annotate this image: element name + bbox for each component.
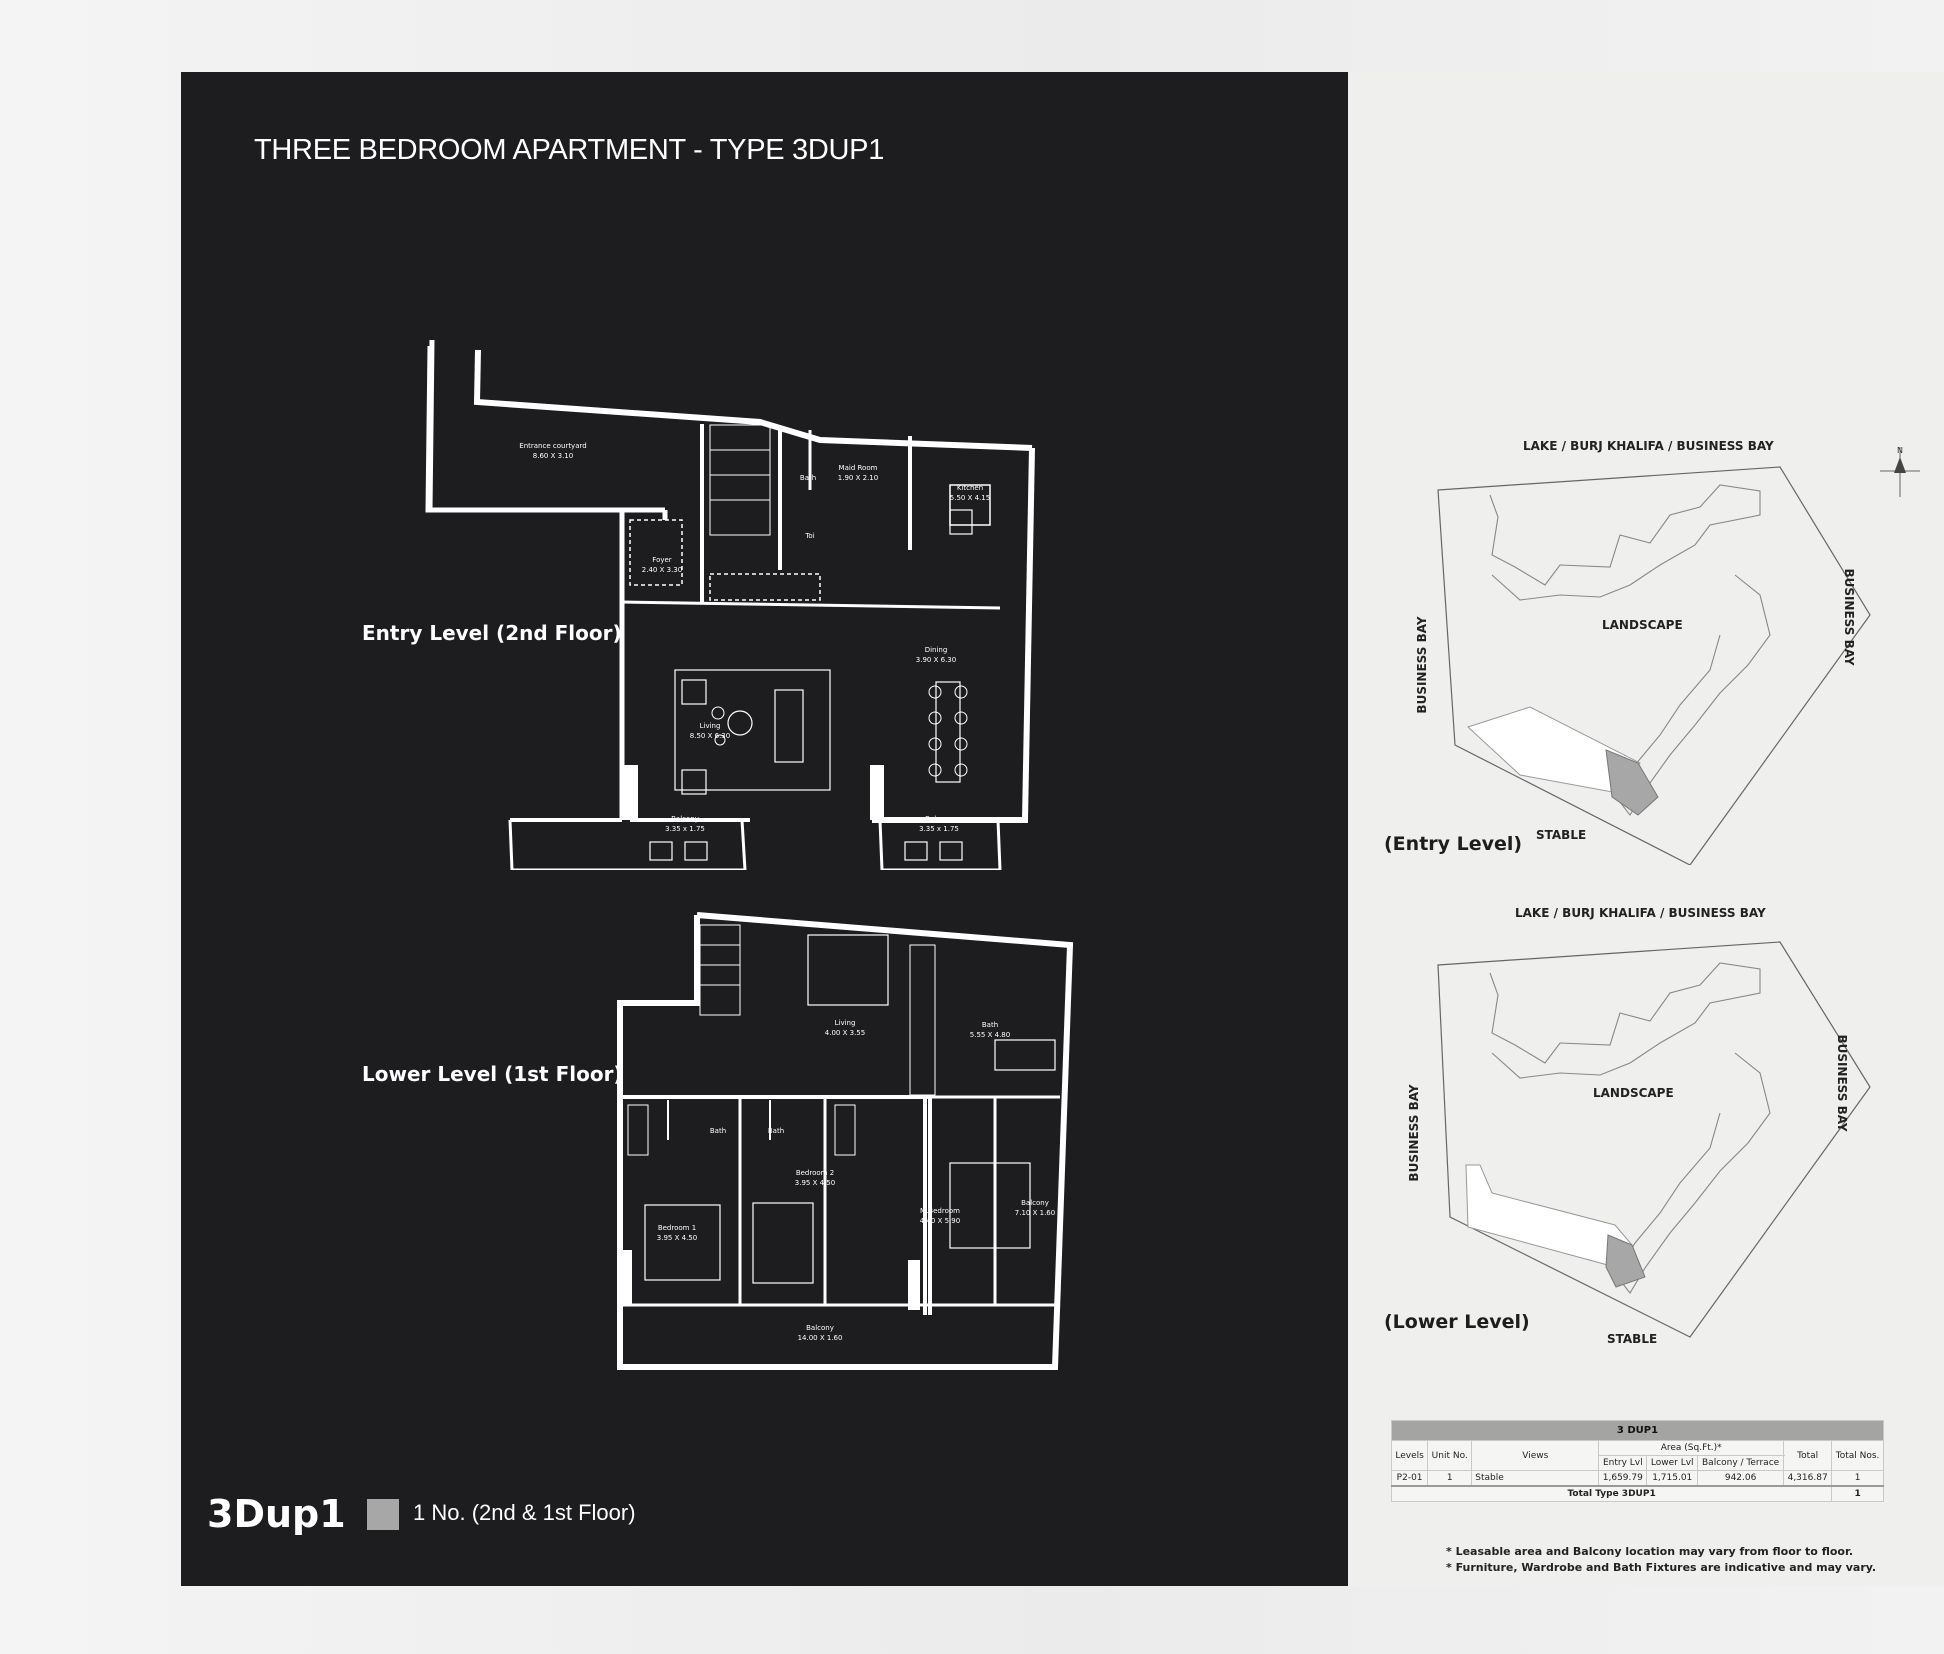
room-label: Bath [800, 474, 816, 482]
site-label-top: LAKE / BURJ KHALIFA / BUSINESS BAY [1523, 439, 1774, 453]
area-table: 3 DUP1 Levels Unit No. Views Area (Sq.Ft… [1390, 1420, 1884, 1502]
room-size: 3.35 x 1.75 [919, 825, 959, 833]
room-label: Living [700, 722, 721, 730]
table-header-row: Levels Unit No. Views Area (Sq.Ft.)* Tot… [1390, 1440, 1884, 1471]
site-plan-panel [1349, 72, 1944, 1586]
room-label: Balcony [925, 815, 953, 823]
units-count: 1 No. (2nd & 1st Floor) [413, 1500, 636, 1525]
header-lower-lvl: Lower Lvl [1646, 1455, 1699, 1471]
site-label-right: BUSINESS BAY [1842, 568, 1856, 665]
cell-nos: 1 [1831, 1470, 1884, 1487]
entry-level-label: Entry Level (2nd Floor) [362, 621, 622, 645]
site-plan-entry: LAKE / BURJ KHALIFA / BUSINESS BAY LANDS… [1415, 439, 1920, 865]
footnote-1: * Leasable area and Balcony location may… [1446, 1545, 1853, 1558]
room-label: M.Bedroom [920, 1207, 960, 1215]
room-size: 5.50 X 4.15 [950, 494, 990, 502]
room-label: Balcony [671, 815, 699, 823]
room-label: Entrance courtyard [519, 442, 586, 450]
type-code: 3Dup1 [207, 1492, 346, 1536]
site-label-bottom: STABLE [1536, 828, 1586, 842]
room-label: Kitchen [957, 484, 983, 492]
page-title: THREE BEDROOM APARTMENT - TYPE 3DUP1 [254, 134, 885, 166]
cell-view: Stable [1471, 1470, 1600, 1487]
table-title-row: 3 DUP1 [1391, 1420, 1884, 1441]
header-views: Views [1471, 1440, 1600, 1471]
table-title: 3 DUP1 [1391, 1420, 1884, 1441]
room-label: Foyer [652, 556, 672, 564]
header-entry-lvl: Entry Lvl [1598, 1455, 1648, 1471]
room-label: Maid Room [839, 464, 878, 472]
room-size: 3.35 x 1.75 [665, 825, 705, 833]
table-subheader-row: Entry Lvl Lower Lvl Balcony / Terrace [1392, 1455, 1884, 1471]
room-size: 14.00 X 1.60 [798, 1334, 843, 1342]
site-label-center: LANDSCAPE [1593, 1086, 1674, 1100]
room-size: 1.90 X 2.10 [838, 474, 878, 482]
room-size: 8.50 X 6.30 [690, 732, 730, 740]
lower-level-floor-plan: Living 4.00 X 3.55 Bath 5.55 X 4.80 Bath… [617, 912, 1074, 1370]
site-label-center: LANDSCAPE [1602, 618, 1683, 632]
total-label: Total Type 3DUP1 [1390, 1485, 1833, 1502]
table-total-row: Total Type 3DUP1 1 [1390, 1485, 1884, 1502]
site-label-left: BUSINESS BAY [1415, 616, 1429, 713]
legend-swatch [367, 1499, 399, 1530]
room-label: Bedroom 1 [658, 1224, 696, 1232]
header-total: Total [1783, 1440, 1833, 1471]
site-label-right: BUSINESS BAY [1835, 1034, 1849, 1131]
site-caption-entry: (Entry Level) [1384, 833, 1523, 855]
lower-level-label: Lower Level (1st Floor) [362, 1062, 623, 1086]
cell-level: P2-01 [1390, 1470, 1429, 1487]
room-size: 5.55 X 4.80 [970, 1031, 1010, 1039]
room-label: Bedroom 2 [796, 1169, 834, 1177]
room-label: 2.40 X 3.30 [642, 566, 682, 574]
site-plan-lower: LAKE / BURJ KHALIFA / BUSINESS BAY LANDS… [1407, 906, 1871, 1346]
room-label: Living [835, 1019, 856, 1027]
table-row: P2-01 1 Stable 1,659.79 1,715.01 942.06 … [1390, 1470, 1884, 1487]
cell-entry-lvl: 1,659.79 [1598, 1470, 1648, 1487]
header-unit-no: Unit No. [1427, 1440, 1473, 1471]
floor-plan-panel [181, 72, 1348, 1586]
cell-balcony: 942.06 [1697, 1470, 1785, 1487]
room-size: 8.60 X 3.10 [533, 452, 573, 460]
room-size: 3.95 X 4.50 [657, 1234, 697, 1242]
room-label: Bath [982, 1021, 998, 1029]
room-size: 3.95 X 4.50 [795, 1179, 835, 1187]
cell-lower-lvl: 1,715.01 [1646, 1470, 1699, 1487]
cell-total: 4,316.87 [1783, 1470, 1833, 1487]
north-arrow-icon: N [1880, 446, 1920, 497]
site-label-left: BUSINESS BAY [1407, 1084, 1421, 1181]
room-label: Bath [768, 1127, 784, 1135]
site-caption-lower: (Lower Level) [1384, 1311, 1530, 1333]
room-size: 3.90 X 6.30 [916, 656, 956, 664]
site-label-top: LAKE / BURJ KHALIFA / BUSINESS BAY [1515, 906, 1766, 920]
room-label: Toi [804, 532, 814, 540]
north-label: N [1897, 446, 1903, 455]
room-label: Dining [925, 646, 948, 654]
header-total-nos: Total Nos. [1831, 1440, 1884, 1471]
footnote-2: * Furniture, Wardrobe and Bath Fixtures … [1446, 1561, 1877, 1574]
room-size: 4.40 X 5.90 [920, 1217, 960, 1225]
room-label: Bath [710, 1127, 726, 1135]
room-size: 7.10 X 1.60 [1015, 1209, 1055, 1217]
header-levels: Levels [1390, 1440, 1429, 1471]
site-label-bottom: STABLE [1607, 1332, 1657, 1346]
header-balcony: Balcony / Terrace [1697, 1455, 1785, 1471]
header-area: Area (Sq.Ft.)* [1598, 1440, 1785, 1456]
room-label: Balcony [806, 1324, 834, 1332]
room-label: Balcony [1021, 1199, 1049, 1207]
total-value: 1 [1831, 1485, 1884, 1502]
cell-unit-no: 1 [1427, 1470, 1473, 1487]
entry-level-floor-plan: Entrance courtyard 8.60 X 3.10 Foyer 2.4… [425, 340, 1035, 870]
room-size: 4.00 X 3.55 [825, 1029, 865, 1037]
